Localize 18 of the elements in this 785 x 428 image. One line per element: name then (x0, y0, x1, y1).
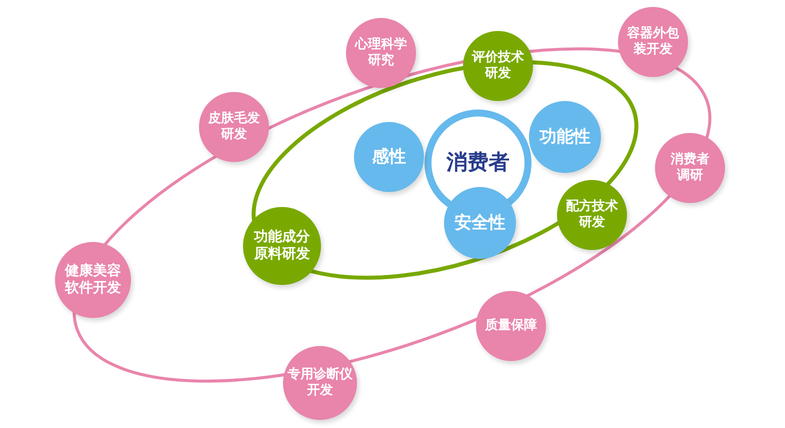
node-label: 安全性 (454, 212, 506, 234)
outer-circle (476, 291, 546, 361)
node-label: 消费者 (446, 150, 510, 176)
node-label: 消费者调研 (670, 152, 710, 184)
middle-circle (557, 180, 627, 250)
node-label: 心理科学研究 (354, 37, 408, 69)
node-label: 健康美容软件开发 (64, 263, 122, 297)
node-label: 功能成分原料研发 (254, 229, 310, 263)
node-label: 功能性 (539, 126, 591, 148)
inner-circle (529, 101, 601, 173)
node-label: 配方技术研发 (566, 199, 618, 231)
node-label: 皮肤毛发研发 (208, 111, 260, 143)
outer-circle (655, 133, 725, 203)
node-label: 容器外包装开发 (626, 26, 680, 58)
node-label: 质量保障 (484, 318, 538, 334)
node-label: 专用诊断仪开发 (287, 367, 353, 399)
node-label: 感性 (372, 146, 406, 168)
node-label: 评价技术研发 (472, 50, 524, 82)
